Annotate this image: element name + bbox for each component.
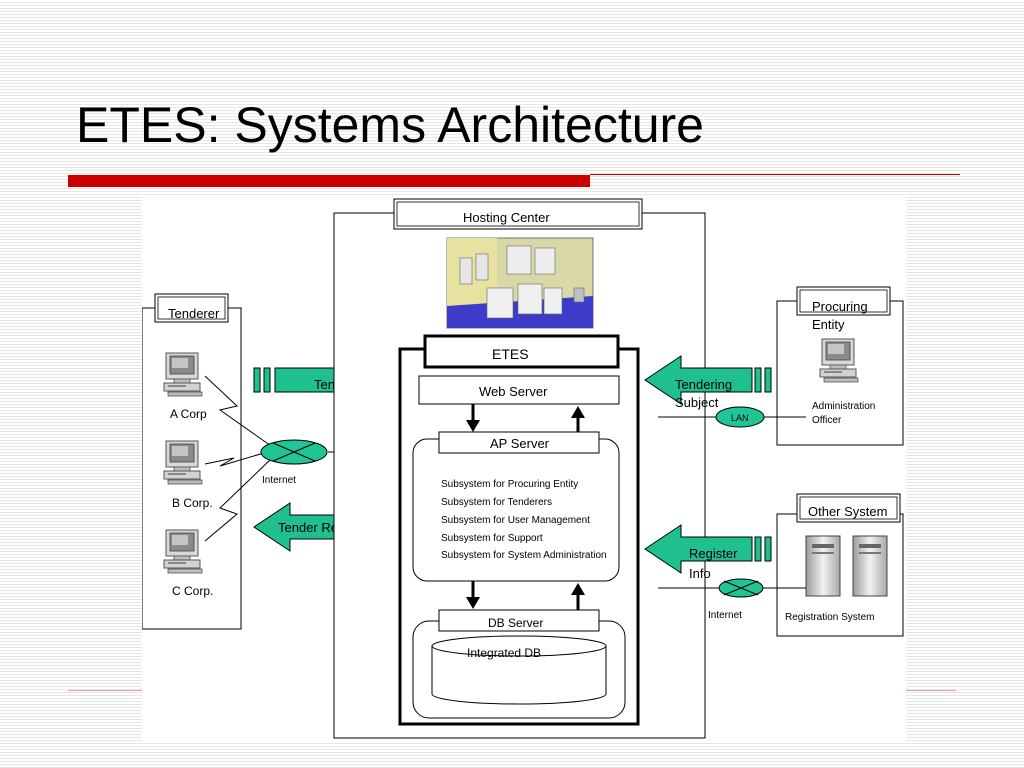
corp-a-label: A Corp bbox=[170, 407, 207, 421]
etes-label: ETES bbox=[492, 346, 529, 362]
internet-label-left: Internet bbox=[262, 475, 296, 486]
db-server-label: DB Server bbox=[488, 616, 543, 630]
connection-line bbox=[204, 452, 265, 467]
computer-icon bbox=[163, 529, 203, 574]
hosting-center-label: Hosting Center bbox=[463, 210, 550, 225]
title-underline-red bbox=[68, 175, 590, 187]
computer-icon bbox=[819, 338, 859, 383]
ap-server-label-box bbox=[438, 431, 600, 454]
footer-line-right bbox=[906, 690, 956, 691]
computer-icon bbox=[163, 352, 203, 397]
data-center-icon bbox=[446, 237, 594, 329]
internet-label-right: Internet bbox=[708, 610, 742, 621]
subsystem-procuring: Subsystem for Procuring Entity bbox=[441, 479, 578, 490]
computer-icon bbox=[163, 440, 203, 485]
connection-line bbox=[204, 375, 275, 449]
tendering-subject-label-2: Subject bbox=[675, 395, 719, 410]
web-server-label: Web Server bbox=[479, 384, 548, 399]
title-underline-thin bbox=[590, 174, 960, 175]
lan-label: LAN bbox=[731, 413, 749, 423]
tendering-subject-arrow bbox=[644, 355, 772, 405]
connection-line bbox=[204, 459, 271, 542]
admin-officer-label: Administration bbox=[812, 401, 875, 412]
tenderer-label: Tenderer bbox=[168, 306, 220, 321]
integrated-db-label: Integrated DB bbox=[467, 646, 541, 660]
diagram-canvas: Tenderer A Corp B Corp. C Corp. Internet… bbox=[141, 196, 906, 741]
corp-b-label: B Corp. bbox=[172, 496, 213, 510]
other-system-label: Other System bbox=[808, 504, 887, 519]
lan-node bbox=[715, 406, 765, 428]
architecture-diagram: Tenderer A Corp B Corp. C Corp. Internet… bbox=[141, 198, 904, 739]
subsystem-user-management: Subsystem for User Management bbox=[441, 515, 590, 526]
procuring-entity-label-2: Entity bbox=[812, 317, 845, 332]
subsystem-system-admin: Subsystem for System Administration bbox=[441, 550, 607, 561]
tendering-subject-label: Tendering bbox=[675, 377, 732, 392]
subsystem-support: Subsystem for Support bbox=[441, 533, 543, 544]
subsystem-tenderers: Subsystem for Tenderers bbox=[441, 497, 552, 508]
slide-title: ETES: Systems Architecture bbox=[76, 97, 704, 153]
registration-system-label: Registration System bbox=[785, 612, 874, 623]
web-server-box bbox=[418, 375, 620, 405]
register-info-arrow bbox=[644, 524, 772, 574]
corp-c-label: C Corp. bbox=[172, 584, 213, 598]
etes-label-box bbox=[423, 334, 620, 369]
admin-officer-label-2: Officer bbox=[812, 415, 842, 426]
procuring-entity-label: Procuring bbox=[812, 299, 868, 314]
ap-server-label: AP Server bbox=[490, 436, 550, 451]
database-icon bbox=[431, 635, 607, 705]
footer-line-left bbox=[68, 690, 142, 691]
register-info-label-2: Info bbox=[689, 566, 711, 581]
server-icon bbox=[805, 535, 888, 597]
db-server-label-box bbox=[438, 609, 600, 632]
register-info-label: Register bbox=[689, 546, 738, 561]
